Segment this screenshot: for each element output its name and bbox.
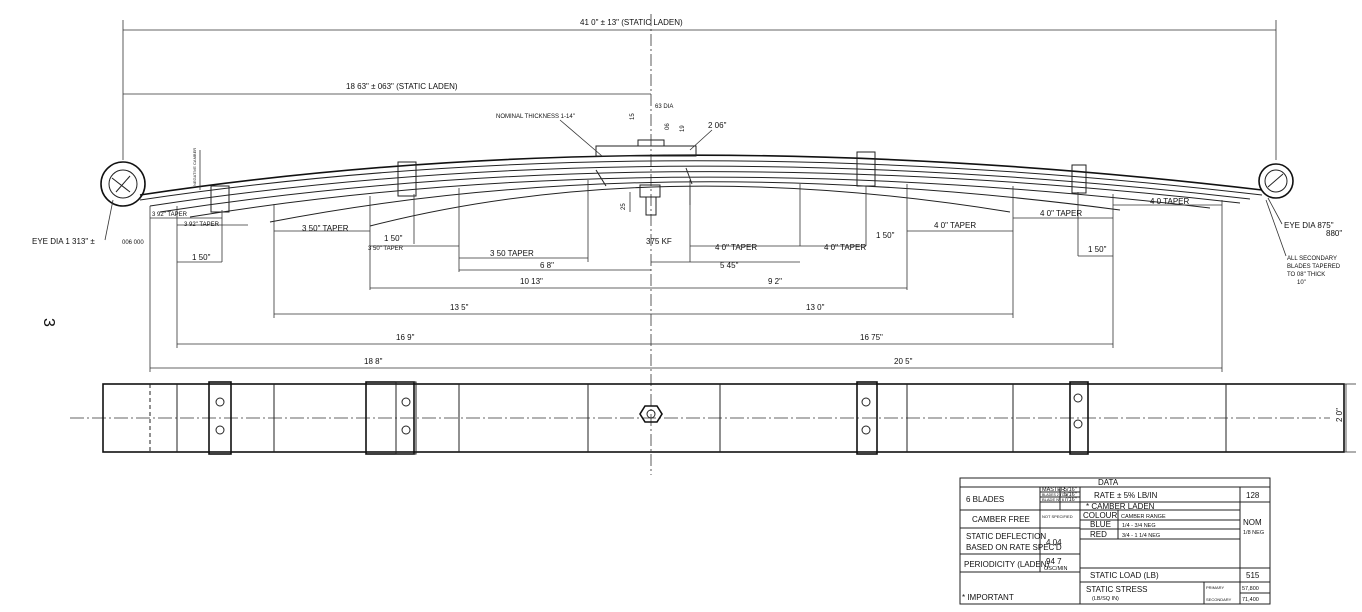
table-colour: COLOUR: [1083, 511, 1117, 520]
secondary-note-3: TO 08" THICK: [1287, 272, 1325, 278]
taper-40-a: 4 0" TAPER: [715, 243, 757, 252]
d-20-label: 2 0": [1335, 408, 1344, 422]
d-15-label: 15: [630, 113, 636, 120]
table-camber-range: CAMBER RANGE: [1121, 514, 1166, 520]
table-periodicity: PERIODICITY (LADEN): [964, 560, 1050, 569]
table-camber-free: CAMBER FREE: [972, 515, 1030, 524]
eye-left-label: EYE DIA 1 313" ±: [32, 237, 95, 246]
d-68-label: 6 8": [540, 261, 554, 270]
d-169-label: 16 9": [396, 333, 415, 342]
d-375-label: 375 KF: [646, 237, 672, 246]
taper-392-a: 3 92" TAPER: [152, 212, 188, 218]
table-static-stress-unit: (LB/SQ IN): [1092, 596, 1119, 602]
right-eye: [1258, 163, 1294, 199]
d-150-c: 1 50": [876, 231, 895, 240]
taper-350-b: 3 50" TAPER: [368, 246, 404, 252]
d-92-label: 9 2": [768, 277, 782, 286]
table-secondary: SECONDARY: [1206, 597, 1232, 602]
eye-right-label-2: 880": [1326, 229, 1342, 238]
d-19-label: 19: [680, 125, 686, 132]
table-title: DATA: [1098, 478, 1119, 487]
eye-right-label: EYE DIA 875": [1284, 221, 1334, 230]
table-periodicity-val: 94 7: [1046, 557, 1062, 566]
table-blade6-lbl: BLADE Nº 6: [1042, 497, 1065, 502]
taper-40-b: 4 0" TAPER: [824, 243, 866, 252]
d-545-label: 5 45": [720, 261, 739, 270]
d-150-d: 1 50": [1088, 245, 1107, 254]
d-205-label: 20 5": [894, 357, 913, 366]
table-blue: BLUE: [1090, 520, 1111, 529]
table-master-lbl: MASTER: [1042, 487, 1065, 493]
taper-40-c: 4 0" TAPER: [934, 221, 976, 230]
clip-1: [210, 185, 230, 213]
table-rate: RATE ± 5% LB/IN: [1094, 491, 1158, 500]
secondary-note-4: 10": [1297, 280, 1306, 286]
table-secondary-val: 71,400: [1242, 597, 1259, 603]
plan-view: [70, 381, 1356, 455]
d-06-label: 06: [665, 123, 671, 130]
table-neg-1-8: 1/8 NEG: [1243, 530, 1264, 536]
spring-leaves: [139, 154, 1263, 227]
d-150-b: 1 50": [192, 253, 211, 262]
d-206-label: 2 06": [708, 121, 727, 130]
table-rate-val: 128: [1246, 491, 1260, 500]
table-red: RED: [1090, 530, 1107, 539]
d-130-label: 13 0": [806, 303, 825, 312]
d-25-label: 25: [621, 203, 627, 210]
table-primary: PRIMARY: [1206, 585, 1224, 590]
table-blades25-val: 5/16": [1064, 492, 1077, 498]
table-master-val: 5/16": [1064, 487, 1077, 493]
centre-bolt: [595, 139, 697, 216]
dia-63-label: 63 DIA: [655, 104, 673, 110]
left-eye: [100, 161, 146, 207]
secondary-note-1: ALL SECONDARY: [1287, 256, 1337, 262]
table-blue-range: 1/4 - 3/4 NEG: [1122, 523, 1156, 529]
table-static-defl-val: 4 04: [1046, 538, 1062, 547]
taper-350-c: 3 50 TAPER: [490, 249, 534, 258]
page-number: 3: [40, 318, 57, 327]
table-camber-laden: * CAMBER LADEN: [1086, 502, 1155, 511]
table-not-specified: NOT SPECIFIED: [1042, 514, 1073, 519]
data-table: [959, 477, 1271, 605]
leaf-end-lines: [149, 180, 1223, 290]
table-periodicity-unit: OSC/MIN: [1044, 566, 1068, 572]
secondary-note-2: BLADES TAPERED: [1287, 264, 1341, 270]
overall-dim-label: 41 0" ± 13" (STATIC LADEN): [580, 18, 683, 27]
half-dim-label: 18 63" ± 063" (STATIC LADEN): [346, 82, 458, 91]
table-static-defl-1: STATIC DEFLECTION: [966, 532, 1046, 541]
table-primary-val: 57,800: [1242, 586, 1259, 592]
d-188-label: 18 8": [364, 357, 383, 366]
d-135-label: 13 5": [450, 303, 469, 312]
table-red-range: 3/4 - 1 1/4 NEG: [1122, 533, 1160, 539]
d-1013-label: 10 13": [520, 277, 543, 286]
table-blade6-val: 7/16": [1064, 497, 1077, 503]
d-150-a: 1 50": [384, 234, 403, 243]
table-blades: 6 BLADES: [966, 495, 1004, 504]
taper-392-b: 3 92" TAPER: [184, 222, 220, 228]
clip-4: [1071, 164, 1087, 194]
table-blades25-lbl: BLADES 2 TO 5: [1042, 493, 1067, 497]
taper-350-a: 3 50" TAPER: [302, 224, 349, 233]
clip-2: [397, 161, 417, 197]
table-important: * IMPORTANT: [962, 593, 1014, 602]
taper-40-d: 4 0" TAPER: [1040, 209, 1082, 218]
eye-left-tol: 006 000: [122, 240, 144, 246]
table-static-stress: STATIC STRESS: [1086, 585, 1148, 594]
table-static-load: STATIC LOAD (LB): [1090, 571, 1159, 580]
taper-40-e: 4 0 TAPER: [1150, 197, 1190, 206]
table-static-load-val: 515: [1246, 571, 1260, 580]
table-nom: NOM: [1243, 518, 1262, 527]
nominal-thickness-label: NOMINAL THICKNESS 1-14": [496, 114, 575, 120]
d-1675-label: 16 75": [860, 333, 883, 342]
table-static-defl-2: BASED ON RATE SPEC'D: [966, 543, 1062, 552]
negative-camber-label: NEGATIVE CAMBER: [192, 148, 197, 186]
